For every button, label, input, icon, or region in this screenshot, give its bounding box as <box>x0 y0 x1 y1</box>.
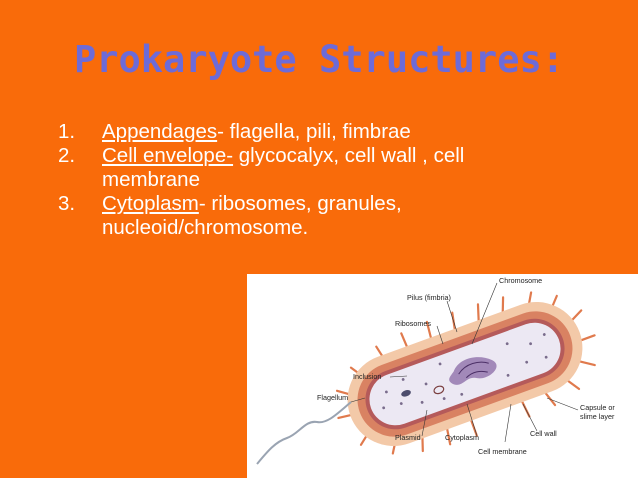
list-item: 2. Cell envelope- glycocalyx, cell wall … <box>58 144 578 192</box>
list-number: 1. <box>58 120 76 143</box>
flagellum-strand <box>256 401 352 465</box>
label-pilus: Pilus (fimbria) <box>407 293 451 302</box>
list-number: 3. <box>58 192 76 215</box>
chromosome-nucleoid <box>449 357 497 385</box>
item-text: - flagella, pili, fimbrae <box>217 120 411 143</box>
cell-illustration: Chromosome Pilus (fimbria) Ribosomes Inc… <box>256 276 615 465</box>
label-inclusion: Inclusion <box>353 372 381 381</box>
label-cell-membrane: Cell membrane <box>478 447 527 456</box>
list-item: 1. Appendages- flagella, pili, fimbrae <box>58 120 578 144</box>
label-flagellum: Flagellum <box>317 393 348 402</box>
plasmid-ring <box>433 385 445 395</box>
item-term: Cytoplasm <box>102 192 199 215</box>
inclusion-granule <box>401 390 411 397</box>
item-text: - ribosomes, granules, <box>198 192 402 215</box>
ribosomes <box>382 333 548 410</box>
label-cell-wall: Cell wall <box>530 429 557 438</box>
list-item: 3. Cytoplasm- ribosomes, granules, nucle… <box>58 192 578 240</box>
label-capsule-line1: Capsule or <box>580 403 615 412</box>
item-text-continued: membrane <box>102 168 200 191</box>
label-chromosome: Chromosome <box>499 276 542 285</box>
item-term: Appendages <box>102 120 218 143</box>
list-number: 2. <box>58 144 76 167</box>
label-capsule-line2: slime layer <box>580 412 615 421</box>
slide-title: Prokaryote Structures: <box>73 38 565 81</box>
label-cytoplasm: Cytoplasm <box>445 433 479 442</box>
label-ribosomes: Ribosomes <box>395 319 431 328</box>
item-text-continued: nucleoid/chromosome. <box>102 216 309 239</box>
item-term: Cell envelope- <box>102 144 234 167</box>
structure-list: 1. Appendages- flagella, pili, fimbrae 2… <box>58 120 578 240</box>
item-text: glycocalyx, cell wall , cell <box>233 144 465 167</box>
label-plasmid: Plasmid <box>395 433 421 442</box>
prokaryote-cell-diagram: Chromosome Pilus (fimbria) Ribosomes Inc… <box>247 274 638 478</box>
